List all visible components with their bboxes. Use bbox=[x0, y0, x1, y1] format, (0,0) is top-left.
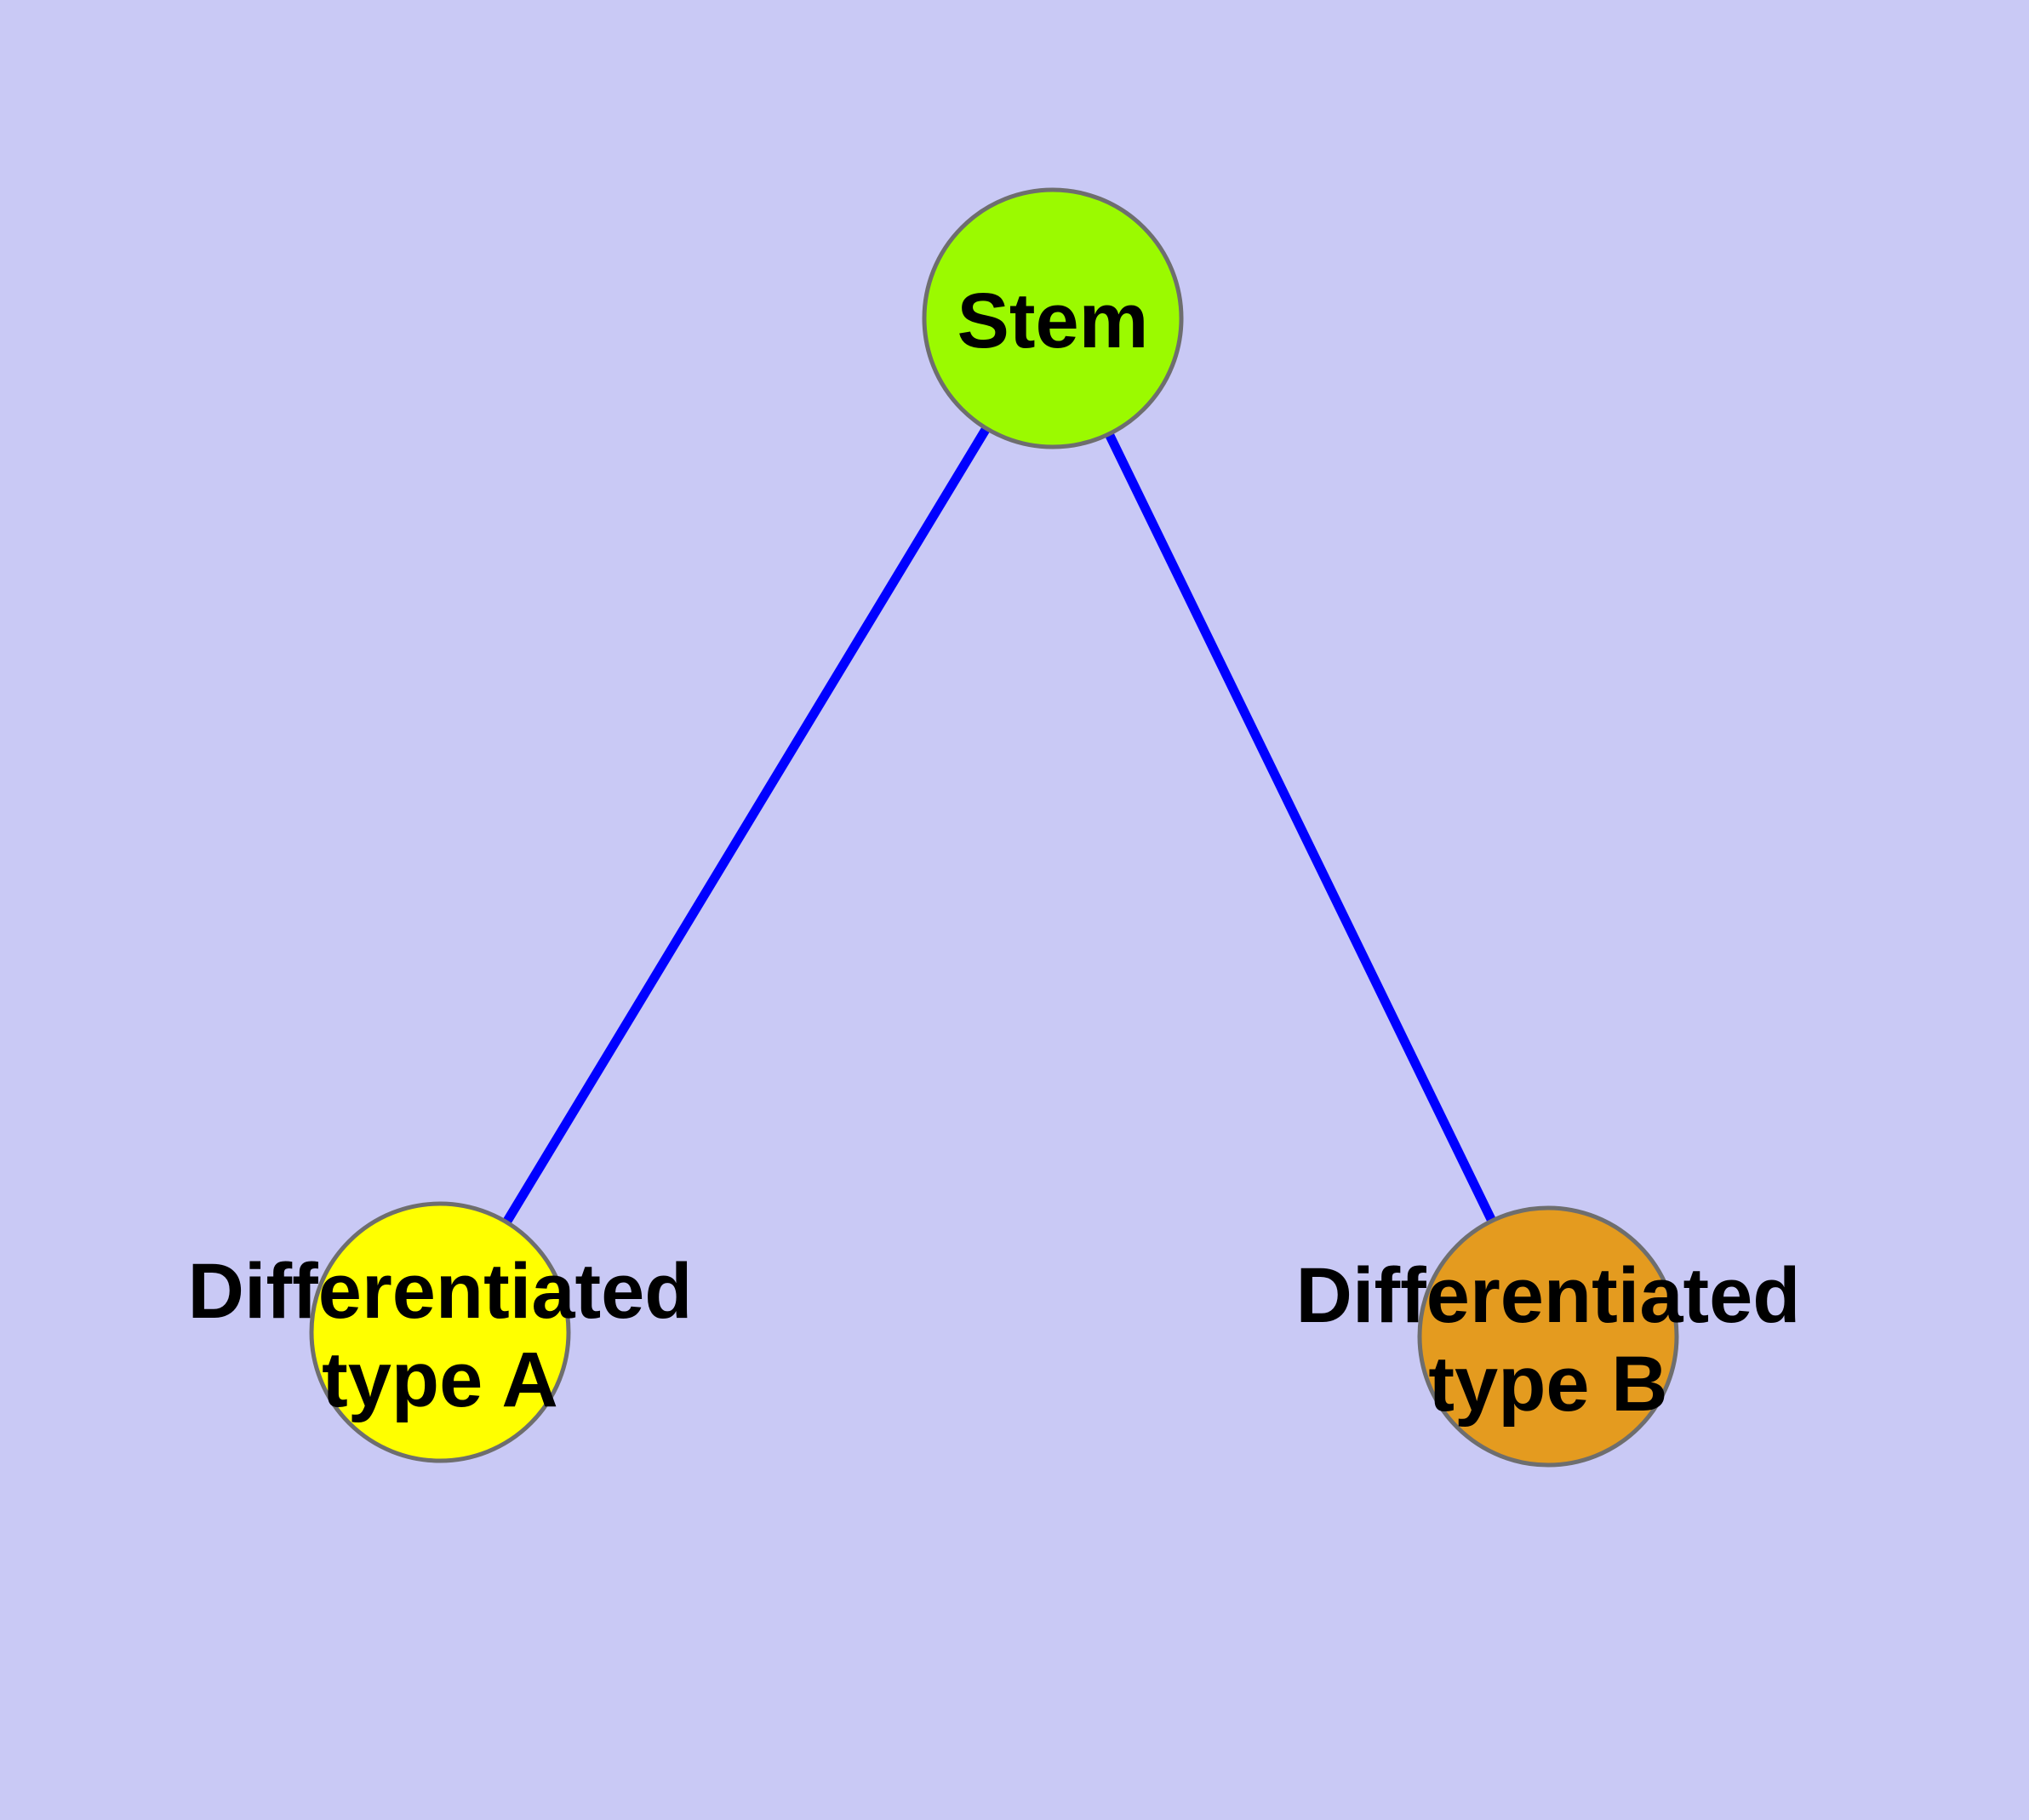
node-type-a-label-line-1: Differentiated bbox=[188, 1248, 693, 1335]
edge-stem-to-type-b bbox=[1049, 316, 1552, 1339]
node-type-b-label-line-1: Differentiated bbox=[1296, 1252, 1801, 1339]
node-type-b-circle bbox=[1417, 1205, 1679, 1468]
node-type-a-label-line-2: type A bbox=[322, 1336, 558, 1423]
node-type-a-circle bbox=[309, 1201, 571, 1463]
node-stem-circle bbox=[922, 187, 1184, 449]
node-stem-label: Stem bbox=[957, 278, 1149, 364]
edge-stem-to-type-a bbox=[436, 316, 1057, 1335]
node-type-b-label-line-2: type B bbox=[1428, 1341, 1667, 1428]
